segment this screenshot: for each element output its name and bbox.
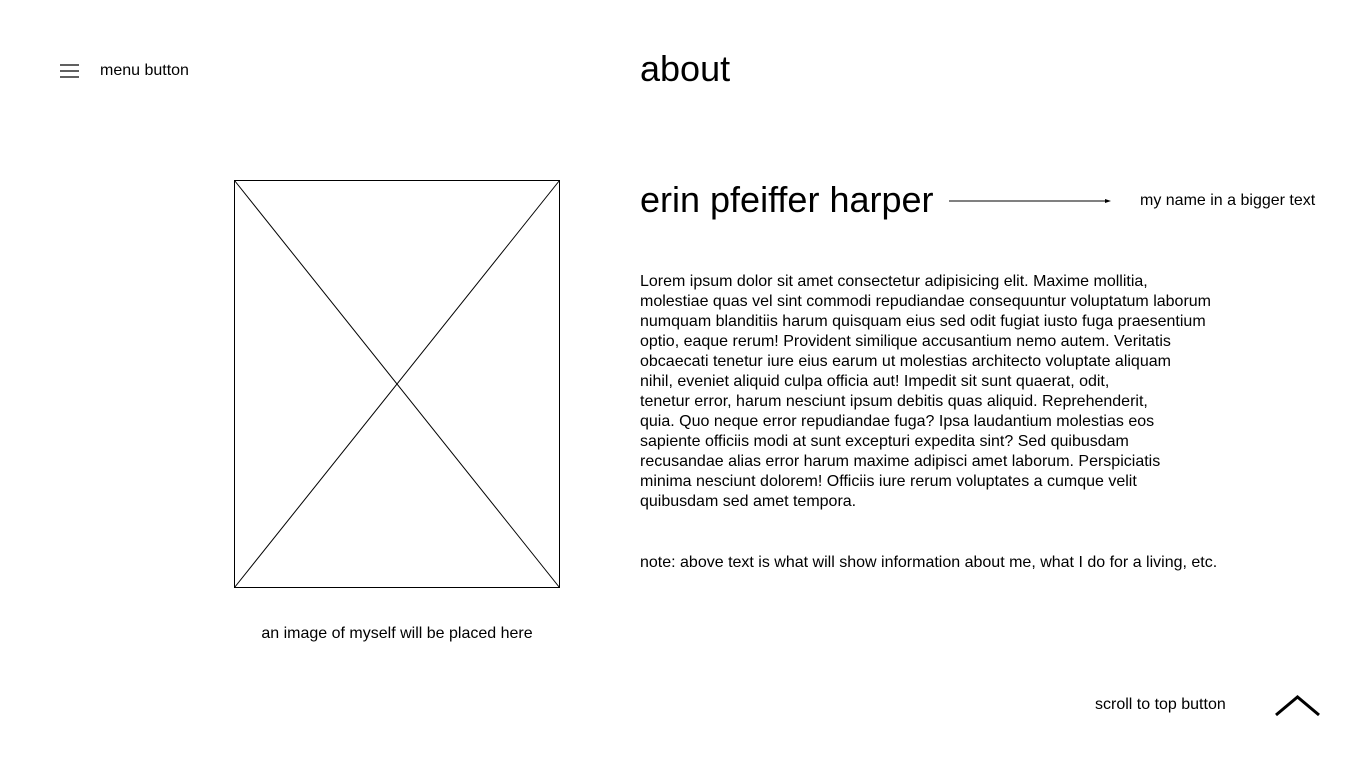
bio-line: minima nesciunt dolorem! Officiis iure r… — [640, 473, 1137, 490]
image-placeholder-icon — [234, 180, 560, 588]
bio-line: quia. Quo neque error repudiandae fuga? … — [640, 413, 1155, 430]
bio-line: sapiente officiis modi at sunt excepturi… — [640, 433, 1129, 450]
bio-line: numquam blanditiis harum quisquam eius s… — [640, 313, 1206, 330]
bio-line: Lorem ipsum dolor sit amet consectetur a… — [640, 273, 1148, 290]
page-title: about — [640, 48, 731, 89]
bio-paragraph: Lorem ipsum dolor sit amet consectetur a… — [640, 272, 1220, 512]
arrow-right-icon — [948, 196, 1112, 206]
bio-line: quibusdam sed amet tempora. — [640, 493, 857, 510]
hamburger-menu-icon[interactable] — [60, 64, 79, 78]
scroll-to-top-label: scroll to top button — [1095, 696, 1226, 713]
bio-line: tenetur error, harum nesciunt ipsum debi… — [640, 393, 1148, 410]
name-heading: erin pfeiffer harper — [640, 179, 934, 220]
bio-line: nihil, eveniet aliquid culpa officia aut… — [640, 373, 1110, 390]
bio-line: obcaecati tenetur iure eius earum ut mol… — [640, 353, 1171, 370]
bio-note: note: above text is what will show infor… — [640, 554, 1218, 571]
bio-line: recusandae alias error harum maxime adip… — [640, 453, 1161, 470]
bio-line: optio, eaque rerum! Provident similique … — [640, 333, 1171, 350]
name-annotation: my name in a bigger text — [1140, 192, 1316, 209]
menu-button-label: menu button — [100, 62, 189, 79]
image-caption: an image of myself will be placed here — [261, 625, 533, 642]
bio-line: molestiae quas vel sint commodi repudian… — [640, 293, 1211, 310]
chevron-up-icon[interactable] — [1274, 694, 1321, 718]
